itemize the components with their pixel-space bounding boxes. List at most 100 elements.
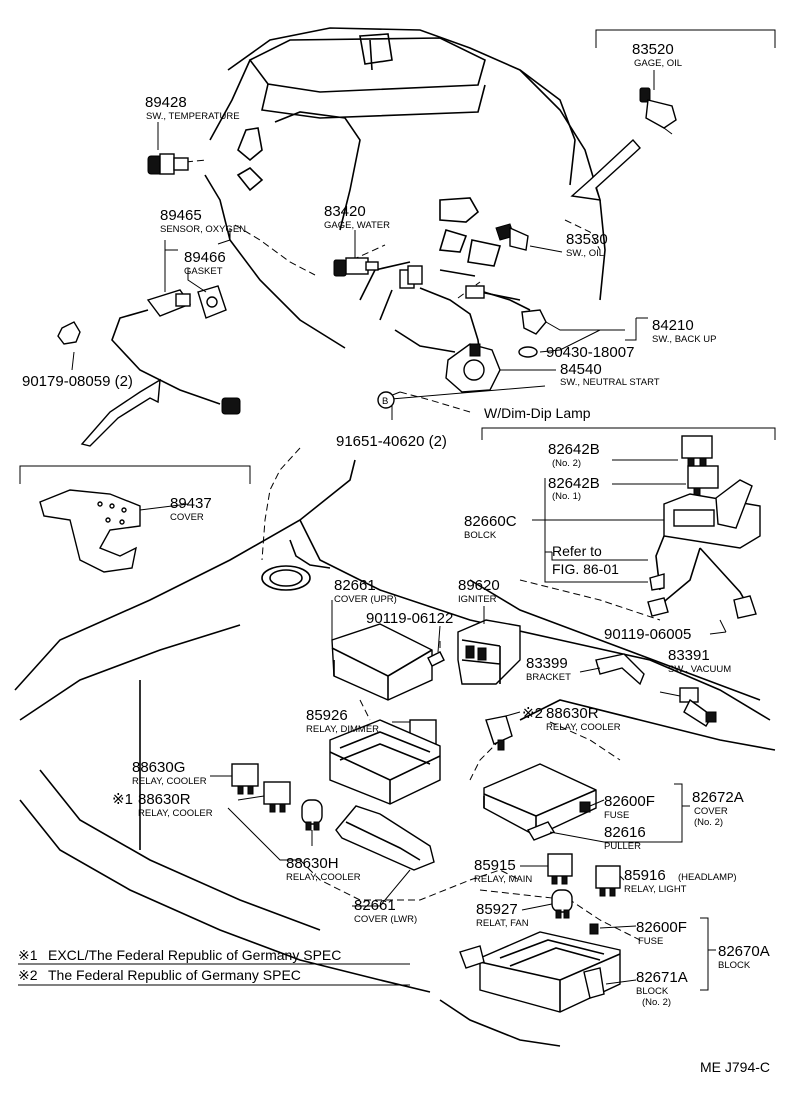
label-90430-18007-number: 90430-18007 [546, 344, 634, 361]
label-90119-06122-number: 90119-06122 [366, 610, 453, 627]
engine-outline [204, 27, 606, 353]
label-82616-desc: PULLER [604, 841, 641, 852]
label-89620-desc: IGNITER [458, 594, 497, 605]
label-83399-number: 83399 [526, 655, 568, 672]
label-88630G-number: 88630G [132, 759, 185, 776]
label-83420-desc: GAGE, WATER [324, 220, 390, 231]
label-82671A-number: 82671A [636, 969, 688, 986]
label-82642B-no1-number: 82642B [548, 475, 600, 492]
label-82600F-lower-desc: FUSE [638, 936, 663, 947]
label-82671A-desc: BLOCK [636, 986, 669, 997]
label-82671A-no2: (No. 2) [642, 997, 671, 1008]
label-82661-lwr-desc: COVER (LWR) [354, 914, 417, 925]
label-83399-desc: BRACKET [526, 672, 571, 683]
dim-dip-relay-block-part [647, 435, 761, 633]
neutral-start-switch-part [445, 343, 501, 393]
label-84540-number: 84540 [560, 361, 602, 378]
label-89428-desc: SW., TEMPERATURE [146, 111, 240, 122]
puller-part [526, 821, 556, 841]
back-up-switch-part [521, 309, 547, 335]
gasket-part [197, 285, 227, 319]
label-88630R-1-number: 88630R [138, 791, 191, 808]
footnote-1-text: EXCL/The Federal Republic of Germany SPE… [48, 947, 341, 963]
label-90179-08059-number: 90179-08059 (2) [22, 373, 133, 390]
label-82672A-desc: COVER [694, 806, 728, 817]
relay-cooler-88630H-part [301, 799, 323, 831]
label-85915-number: 85915 [474, 857, 516, 874]
label-82600F-upper-desc: FUSE [604, 810, 629, 821]
label-83530-number: 83530 [566, 231, 608, 248]
label-83420-number: 83420 [324, 203, 366, 220]
refer-fig-label: FIG. 86-01 [552, 561, 619, 577]
screw-90119-06122-part [427, 651, 445, 667]
relay-fan-part [551, 889, 573, 919]
part-labels: 83520 GAGE, OIL 89428 SW., TEMPERATURE 8… [22, 41, 770, 1008]
label-85916-number: 85916 [624, 867, 666, 884]
relay-main-part [547, 853, 573, 885]
label-89437-desc: COVER [170, 512, 204, 523]
label-83530-desc: SW., OIL [566, 248, 604, 259]
oil-switch-part [495, 223, 529, 251]
label-82600F-upper-number: 82600F [604, 793, 655, 810]
label-85926-number: 85926 [306, 707, 348, 724]
water-gage-part [333, 257, 379, 277]
label-83520-desc: GAGE, OIL [634, 58, 682, 69]
footnote-2-mark: ※2 [18, 967, 38, 983]
footnotes: ※1 EXCL/The Federal Republic of Germany … [18, 947, 410, 986]
label-82642B-no2-number: 82642B [548, 441, 600, 458]
relay-cooler-88630G-part [231, 763, 259, 795]
label-85927-desc: RELAT, FAN [476, 918, 529, 929]
label-88630H-desc: RELAY, COOLER [286, 872, 361, 883]
mark-2-ref: ※2 [522, 705, 543, 722]
refer-to-label: Refer to [552, 543, 602, 559]
label-85915-desc: RELAY, MAIN [474, 874, 532, 885]
label-82661-upr-number: 82661 [334, 577, 376, 594]
leader-lines [71, 70, 727, 985]
igniter-part [457, 619, 521, 685]
cover-89437-part [39, 489, 141, 573]
label-82672A-number: 82672A [692, 789, 744, 806]
figure-code: ME J794-C [700, 1059, 770, 1075]
group-brackets [19, 29, 776, 991]
mark-1-ref: ※1 [112, 791, 133, 808]
label-85927-number: 85927 [476, 901, 518, 918]
label-82661-upr-desc: COVER (UPR) [334, 594, 397, 605]
nut-part [57, 321, 81, 345]
label-82670A-desc: BLOCK [718, 960, 751, 971]
fuse-cover-lower-part [335, 805, 435, 871]
label-89466-number: 89466 [184, 249, 226, 266]
label-89437-number: 89437 [170, 495, 212, 512]
label-83520-number: 83520 [632, 41, 674, 58]
relay-cooler-88630R-1-part [263, 781, 291, 813]
label-83391-desc: SW., VACUUM [668, 664, 731, 675]
bracket-83399-part [595, 653, 645, 686]
fuse-block-center-part [329, 719, 441, 805]
label-82660C-number: 82660C [464, 513, 517, 530]
label-83391-number: 83391 [668, 647, 710, 664]
label-89428-number: 89428 [145, 94, 187, 111]
footnote-2-text: The Federal Republic of Germany SPEC [48, 967, 301, 983]
label-82642B-no2-desc: (No. 2) [552, 458, 581, 469]
label-85916-desc: RELAY, LIGHT [624, 884, 687, 895]
label-89465-desc: SENSOR, OXYGEN [160, 224, 246, 235]
fuse-lower-part [589, 923, 599, 935]
label-88630H-number: 88630H [286, 855, 339, 872]
oil-gage-part [639, 87, 677, 135]
label-91651-40620-number: 91651-40620 (2) [336, 433, 447, 450]
label-84210-number: 84210 [652, 317, 694, 334]
label-89466-desc: GASKET [184, 266, 223, 277]
temperature-switch-part [147, 153, 189, 175]
label-82670A-number: 82670A [718, 943, 770, 960]
vacuum-switch-part [679, 687, 717, 727]
fuse-upper-part [579, 801, 591, 813]
label-82600F-lower-number: 82600F [636, 919, 687, 936]
label-82660C-desc: BOLCK [464, 530, 497, 541]
circle-b-letter: B [382, 396, 388, 407]
label-88630R-1-desc: RELAY, COOLER [138, 808, 213, 819]
relay-light-part [595, 865, 621, 897]
circle-b-marker [377, 391, 395, 409]
label-85916-headlamp: (HEADLAMP) [678, 872, 737, 883]
label-88630R-2-desc: RELAY, COOLER [546, 722, 621, 733]
label-82642B-no1-desc: (No. 1) [552, 491, 581, 502]
label-82672A-no2: (No. 2) [694, 817, 723, 828]
